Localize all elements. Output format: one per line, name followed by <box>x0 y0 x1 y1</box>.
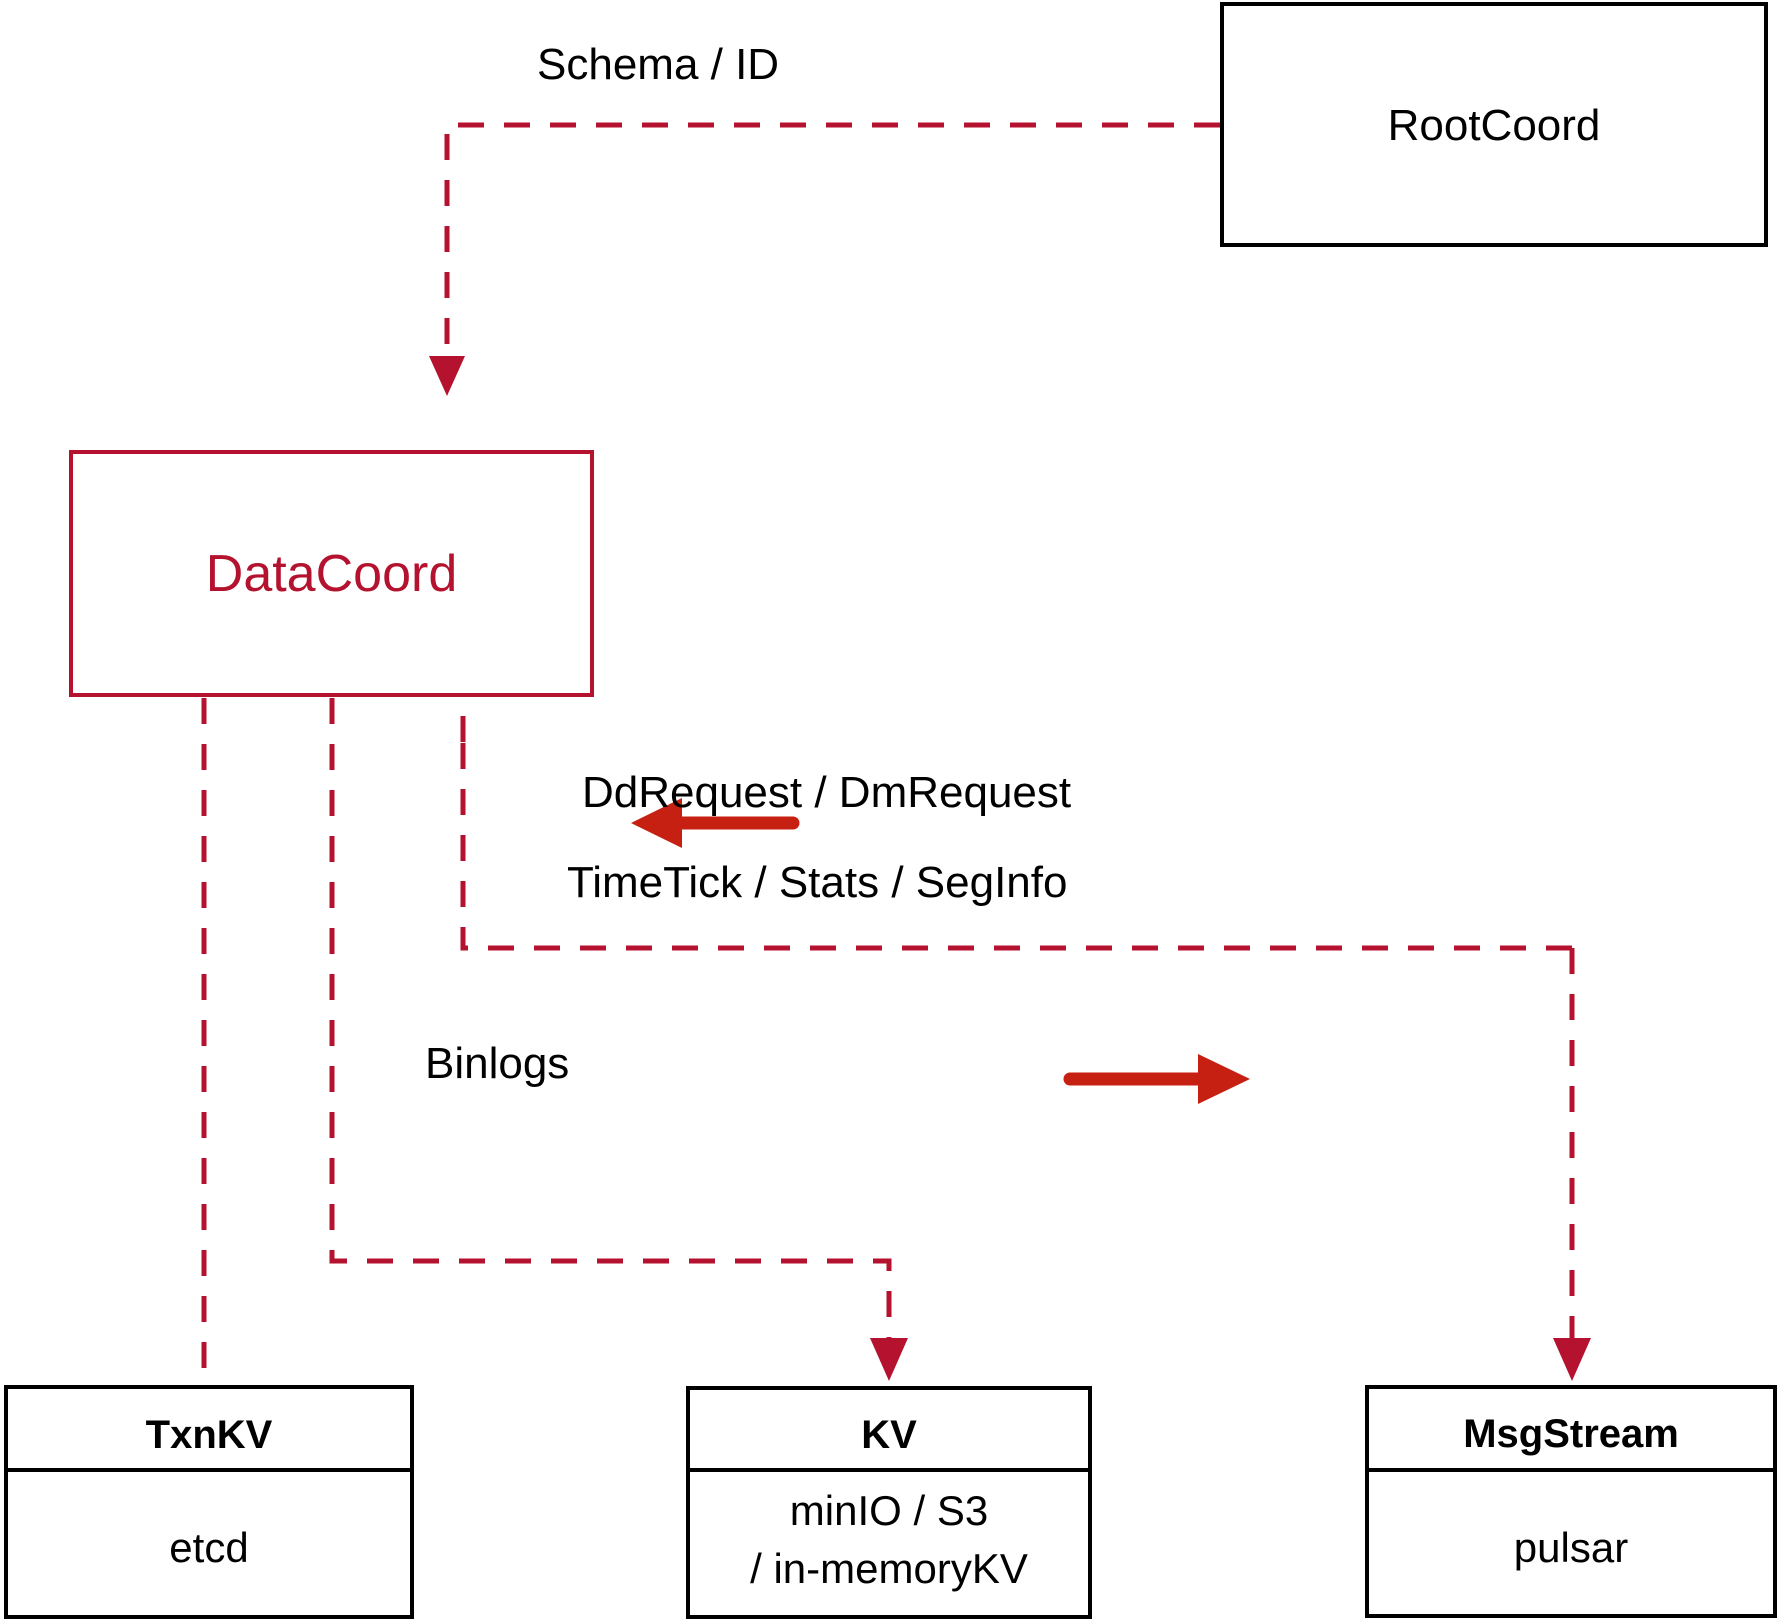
node-txnkv-divider <box>8 1468 410 1472</box>
edge-datacoord-to-msgstream <box>1553 948 1591 1381</box>
edge-rootcoord-to-datacoord <box>429 122 1220 396</box>
node-msgstream-sub: pulsar <box>1513 1524 1629 1571</box>
node-kv-sub-line2: / in-memoryKV <box>750 1545 1028 1592</box>
node-msgstream[interactable]: MsgStream pulsar <box>1365 1385 1777 1618</box>
node-datacoord[interactable]: DataCoord <box>69 450 594 697</box>
edge-label-schema-id: Schema / ID <box>537 40 780 89</box>
node-txnkv[interactable]: TxnKV etcd <box>4 1385 414 1619</box>
edge-datacoord-to-kv <box>329 698 908 1381</box>
node-kv-label: KV <box>861 1413 917 1457</box>
arrow-outbound-right <box>1063 1054 1250 1104</box>
edge-label-dd-dm-request: DdRequest / DmRequest <box>582 768 1072 817</box>
node-kv-divider <box>690 1468 1088 1472</box>
arrow-inbound-left <box>631 798 800 848</box>
edge-label-binlogs: Binlogs <box>425 1039 570 1088</box>
node-datacoord-label: DataCoord <box>205 545 458 603</box>
node-msgstream-label: MsgStream <box>1463 1412 1679 1456</box>
node-msgstream-divider <box>1369 1468 1773 1472</box>
node-rootcoord[interactable]: RootCoord <box>1220 2 1768 247</box>
node-txnkv-sub: etcd <box>169 1524 249 1571</box>
node-txnkv-label: TxnKV <box>145 1413 273 1457</box>
node-rootcoord-label: RootCoord <box>1387 101 1601 150</box>
edge-label-timetick-stats-seginfo: TimeTick / Stats / SegInfo <box>567 858 1068 907</box>
node-kv[interactable]: KV minIO / S3 / in-memoryKV <box>686 1386 1092 1619</box>
node-kv-sub-line1: minIO / S3 <box>789 1487 989 1534</box>
